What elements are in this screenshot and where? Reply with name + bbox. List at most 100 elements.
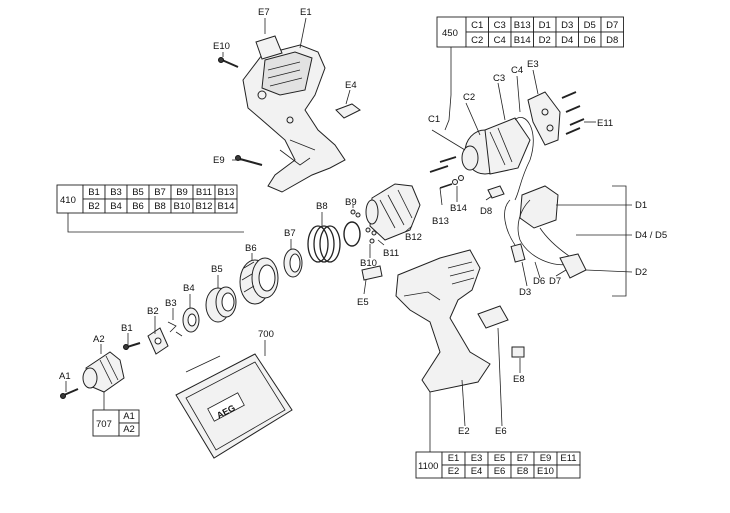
callout-e5: E5 — [357, 297, 369, 308]
callout-c4: C4 — [511, 65, 523, 76]
table-cell-text: E11 — [560, 453, 576, 464]
table-cell — [214, 198, 238, 214]
carry-case: AEG — [175, 353, 293, 459]
table-cell-text: E5 — [494, 453, 506, 464]
table-410-code: 410 — [60, 195, 76, 206]
table-1100-code: 1100 — [418, 461, 438, 472]
table-707-code: 707 — [96, 419, 112, 430]
table-cell-text: B3 — [110, 187, 122, 198]
table-cell-text: C4 — [494, 35, 506, 46]
callout-e11: E11 — [597, 118, 613, 129]
table-cell-text: E7 — [517, 453, 529, 464]
table-cell-text: D5 — [584, 20, 596, 31]
table-cell-text: D7 — [606, 20, 618, 31]
table-cell — [556, 464, 581, 479]
e7-label-plate — [255, 35, 283, 60]
gearbox-assembly — [365, 183, 421, 241]
table-cell-text: B13 — [514, 20, 531, 31]
table-cell-text: D2 — [539, 35, 551, 46]
callout-b12: B12 — [405, 232, 422, 243]
table-cell-text: E3 — [471, 453, 483, 464]
callout-e3: E3 — [527, 59, 539, 70]
e10-screw — [218, 57, 239, 68]
e8-part — [511, 346, 525, 358]
table-cell-text: A2 — [123, 424, 135, 435]
table-cell-text: E8 — [517, 466, 529, 477]
table-cell-text: D1 — [539, 20, 551, 31]
callout-d3: D3 — [519, 287, 531, 298]
leader-lines — [65, 17, 633, 427]
callout-b10: B10 — [360, 258, 377, 269]
callout-b7: B7 — [284, 228, 296, 239]
callout-b13: B13 — [432, 216, 449, 227]
table-cell-text: E2 — [448, 466, 460, 477]
table-cell-text: D4 — [561, 35, 573, 46]
callout-a2: A2 — [93, 334, 105, 345]
callout-d1: D1 — [635, 200, 647, 211]
table-cell-text: B10 — [174, 201, 191, 212]
table-cell-text: C1 — [471, 20, 483, 31]
table-cell-text: B11 — [196, 187, 212, 198]
table-cell-text: E10 — [537, 466, 554, 477]
table-cell-text: E1 — [448, 453, 460, 464]
callout-d2: D2 — [635, 267, 647, 278]
callout-d4d5: D4 / D5 — [635, 230, 667, 241]
table-cell-text: B13 — [218, 187, 235, 198]
table-cell — [600, 31, 624, 48]
b6-clutch-ring — [239, 257, 279, 305]
callout-b5: B5 — [211, 264, 223, 275]
callout-e7: E7 — [258, 7, 270, 18]
table-cell — [118, 422, 140, 437]
b3-pin — [167, 321, 183, 337]
table-cell-text: B8 — [154, 201, 166, 212]
e6-label-plate — [477, 305, 509, 329]
callout-e8: E8 — [513, 374, 525, 385]
e5-switch — [361, 265, 383, 281]
lower-housing-shell — [395, 249, 491, 393]
b9-ring — [343, 221, 361, 247]
table-cell-text: B4 — [110, 201, 122, 212]
callout-c2: C2 — [463, 92, 475, 103]
callout-b11: B11 — [383, 248, 399, 259]
table-cell-text: B9 — [176, 187, 188, 198]
callout-e10: E10 — [213, 41, 230, 52]
small-balls — [350, 209, 377, 244]
switch-wiring-assembly — [487, 185, 587, 279]
b5-collar — [205, 286, 237, 323]
e11-screws — [561, 91, 585, 135]
c1-screws — [429, 156, 457, 173]
b4-washer — [182, 307, 200, 333]
callout-c1: C1 — [428, 114, 440, 125]
callout-e2: E2 — [458, 426, 470, 437]
table-cell-text: C2 — [471, 35, 483, 46]
callout-c3: C3 — [493, 73, 505, 84]
e3-bracket — [527, 91, 561, 146]
callout-d6: D6 — [533, 276, 545, 287]
table-cell-text: E4 — [471, 466, 483, 477]
table-cell-text: C3 — [494, 20, 506, 31]
callout-d8: D8 — [480, 206, 492, 217]
table-cell-text: B12 — [196, 201, 213, 212]
callout-b6: B6 — [245, 243, 257, 254]
callout-b14: B14 — [450, 203, 467, 214]
callout-b2: B2 — [147, 306, 159, 317]
table-cell-text: D3 — [561, 20, 573, 31]
b13-b14-screws — [439, 175, 464, 189]
table-cell-text: B14 — [218, 201, 235, 212]
table-cell-text: B7 — [154, 187, 166, 198]
callout-e6: E6 — [495, 426, 507, 437]
callout-b1: B1 — [121, 323, 133, 334]
upper-housing-shell — [242, 44, 346, 193]
callout-a1: A1 — [59, 371, 71, 382]
callout-b4: B4 — [183, 283, 195, 294]
table-cell-text: A1 — [123, 411, 135, 422]
motor-assembly — [461, 117, 534, 201]
table-cell-text: B14 — [514, 35, 531, 46]
table-cell-text: B6 — [132, 201, 144, 212]
table-cell-text: E9 — [540, 453, 552, 464]
